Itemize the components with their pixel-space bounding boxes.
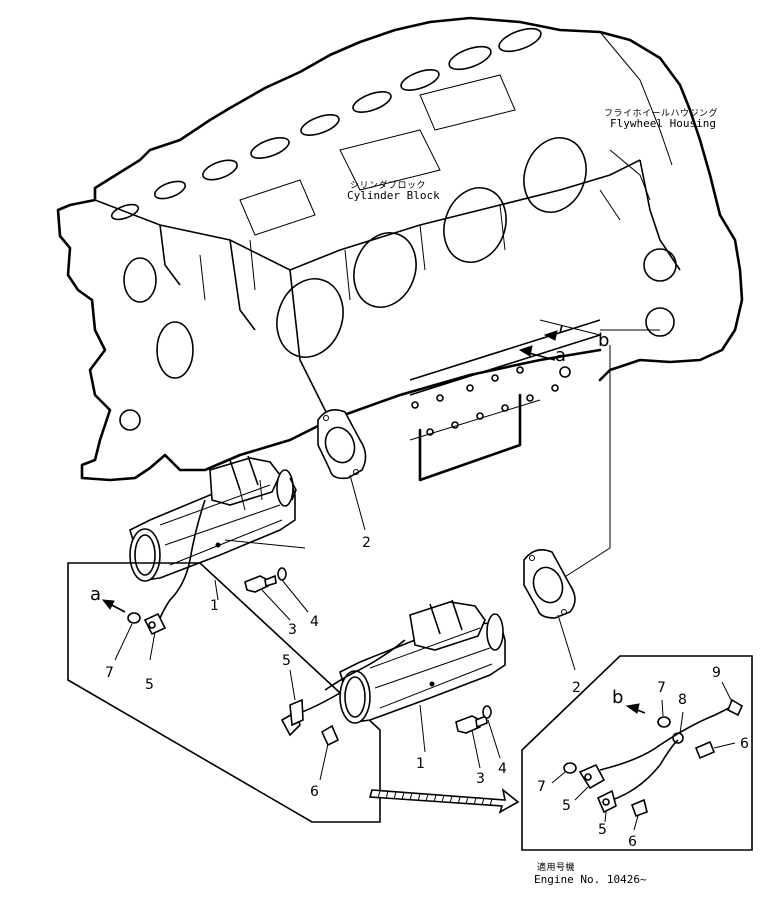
starter-motor-bottom: 1 xyxy=(324,599,506,772)
arrow-left-icon xyxy=(101,599,115,610)
callout-6-inset-b: 6 xyxy=(628,834,637,850)
ref-a-label: a xyxy=(555,345,566,366)
arrow-left-icon xyxy=(518,345,533,357)
callout-6-inset-right: 6 xyxy=(740,736,749,752)
callout-1-top: 1 xyxy=(210,598,219,614)
starter-motor-top: 1 xyxy=(129,455,306,626)
callout-2-top: 2 xyxy=(362,535,371,551)
applicable-engine-caption: 適用号機 Engine No. 10426~ xyxy=(534,861,647,886)
callout-4-bottom: 4 xyxy=(498,761,507,777)
inset-detail-panel: b 7 8 9 6 7 5 5 6 xyxy=(521,655,753,851)
left-detail-panel: a 7 5 5 6 xyxy=(67,562,381,823)
flywheel-housing-caption: フライホイールハウジング Flywheel Housing xyxy=(604,107,718,130)
cylinder-block-drawing xyxy=(56,16,744,581)
arrow-left-icon xyxy=(543,330,558,341)
gallery-plugs xyxy=(411,366,571,436)
applicable-label-jp: 適用号機 xyxy=(537,861,575,873)
gasket-bottom: 2 xyxy=(523,549,581,696)
callout-5-left: 5 xyxy=(145,677,154,693)
reference-a-on-block: a xyxy=(518,345,566,366)
reference-b-on-block: b xyxy=(543,324,609,351)
ref-b-label-inset: b xyxy=(612,687,623,708)
callout-4-top: 4 xyxy=(310,614,319,630)
bolt-washer-bottom: 3 4 xyxy=(455,705,507,787)
cylinder-block-label-jp: シリンダブロック xyxy=(350,179,426,191)
callout-6-mid: 6 xyxy=(310,784,319,800)
callout-3-top: 3 xyxy=(288,622,297,638)
flywheel-housing-label-en: Flywheel Housing xyxy=(610,117,716,130)
applicable-label-en: Engine No. 10426~ xyxy=(534,873,647,886)
callout-5-inset-a: 5 xyxy=(562,798,571,814)
callout-2-bottom: 2 xyxy=(572,680,581,696)
hatched-arrow-icon xyxy=(368,788,520,814)
bolt-washer-top: 3 4 xyxy=(244,567,319,638)
gasket-top: 2 xyxy=(317,409,371,551)
callout-1-bottom: 1 xyxy=(416,756,425,772)
callout-9-inset: 9 xyxy=(712,665,721,681)
cylinder-block-label-en: Cylinder Block xyxy=(347,189,440,202)
arrow-left-icon xyxy=(625,703,640,714)
ref-b-label: b xyxy=(598,330,609,351)
callout-7-inset-left: 7 xyxy=(537,779,546,795)
callout-7-left: 7 xyxy=(105,665,114,681)
callout-7-inset: 7 xyxy=(657,680,666,696)
callout-5-inset-b: 5 xyxy=(598,822,607,838)
flywheel-housing-label-jp: フライホイールハウジング xyxy=(604,107,718,119)
callout-3-bottom: 3 xyxy=(476,771,485,787)
callout-5-mid: 5 xyxy=(282,653,291,669)
ref-a-label-panel: a xyxy=(90,584,101,605)
cylinder-block-caption: シリンダブロック Cylinder Block xyxy=(347,179,440,202)
callout-8-inset: 8 xyxy=(678,692,687,708)
